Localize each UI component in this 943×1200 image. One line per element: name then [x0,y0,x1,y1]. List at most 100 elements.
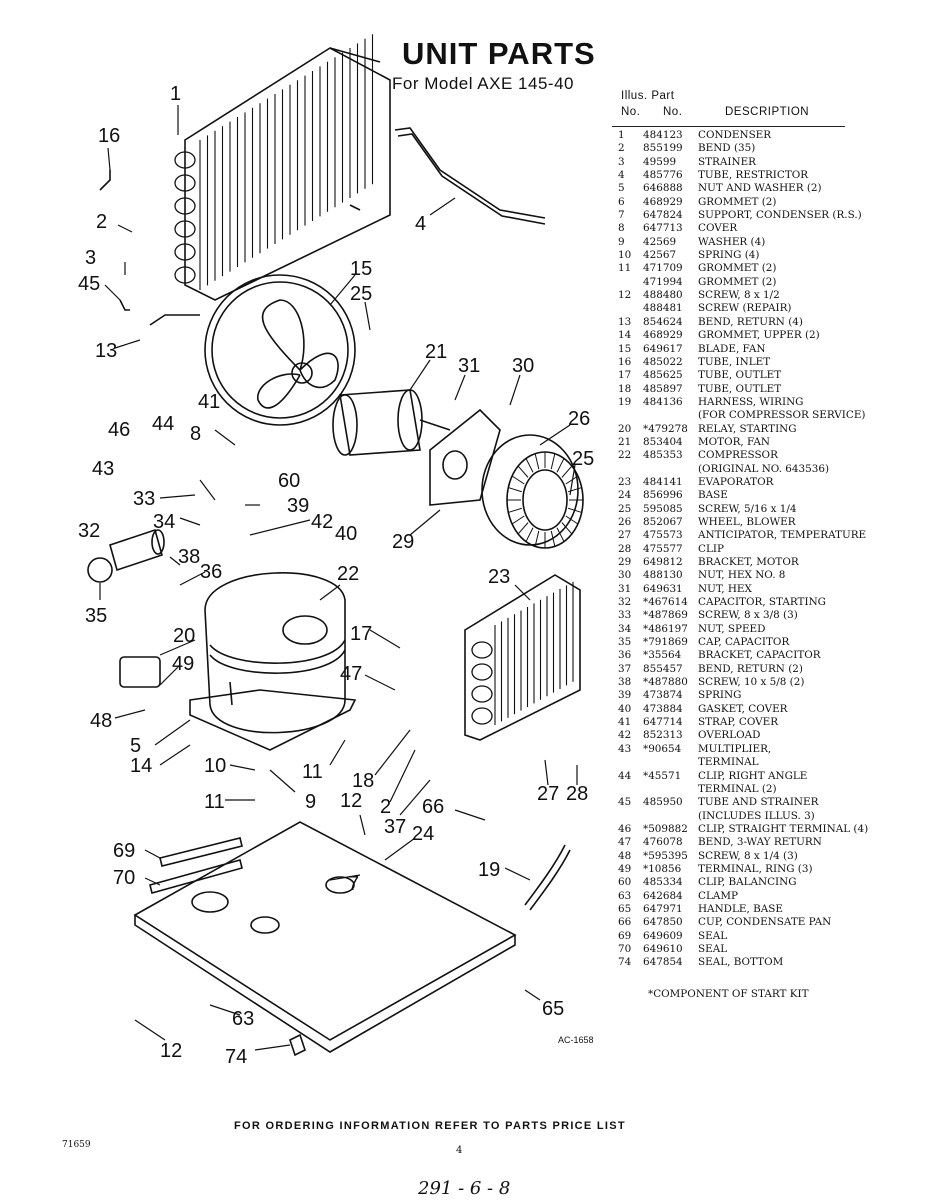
part-description: TUBE, RESTRICTOR [698,169,809,182]
callout-number: 20 [173,625,195,647]
part-number: 485776 [643,169,683,182]
part-description: SPRING [698,689,742,702]
part-description: SEAL [698,942,728,955]
part-number: 473884 [643,702,683,715]
part-description: CLAMP [698,889,738,902]
illus-number: 10 [618,249,632,262]
illus-number: 63 [618,889,632,902]
callout-number: 2 [380,796,391,818]
illus-number: 66 [618,916,632,929]
starting-relay [119,656,161,688]
part-description: TUBE, OUTLET [698,369,782,382]
illus-number: 47 [618,836,632,849]
part-description: CLIP, BALANCING [698,876,797,889]
illus-number: 19 [618,395,632,408]
base-pan [133,821,517,1053]
part-description: STRAINER [698,155,756,168]
callout-number: 23 [488,566,510,588]
illus-number: 21 [618,435,632,448]
drawing-code: AC-1658 [558,1035,594,1045]
part-number: 485950 [643,796,683,809]
illus-number: 42 [618,729,632,742]
start-kit-footnote: *COMPONENT OF START KIT [648,988,809,1000]
callout-number: 74 [225,1046,247,1068]
illus-number: 45 [618,796,632,809]
part-description: TERMINAL (2) [698,782,777,795]
part-description: ANTICIPATOR, TEMPERATURE [698,529,867,542]
blower-wheel [481,434,584,549]
part-number: 642684 [643,889,683,902]
callout-number: 15 [350,258,372,280]
callout-number: 41 [198,391,220,413]
part-description: COMPRESSOR [698,449,778,462]
illus-number: 35 [618,636,632,649]
callout-number: 24 [412,823,434,845]
part-description: BLADE, FAN [698,342,766,355]
part-number: *479278 [643,422,688,435]
part-number: 485897 [643,382,683,395]
callout-number: 21 [425,341,447,363]
part-description: BRACKET, CAPACITOR [698,649,821,662]
part-description: CAPACITOR, STARTING [698,596,826,609]
part-number: *486197 [643,622,688,635]
model-subtitle: For Model AXE 145-40 [392,74,574,93]
part-description: BEND, RETURN (4) [698,315,803,328]
callout-number: 65 [542,998,564,1020]
callout-number: 60 [278,470,300,492]
part-number: 595085 [643,502,683,515]
callout-number: 44 [152,413,174,435]
part-description: SCREW, 8 x 1/2 [698,289,780,302]
callout-number: 7 [348,873,359,895]
part-description: TUBE, INLET [698,355,771,368]
illus-number: 44 [618,769,632,782]
callout-number: 39 [287,495,309,517]
part-number: 852313 [643,729,683,742]
illus-number: 7 [618,209,625,222]
part-number: 468929 [643,329,683,342]
callout-number: 9 [305,791,316,813]
illus-number: 17 [618,369,632,382]
callout-number: 10 [204,755,226,777]
callout-number: 13 [95,340,117,362]
part-description: SCREW, 8 x 3/8 (3) [698,609,798,622]
part-number: 475577 [643,542,683,555]
illus-number: 24 [618,489,632,502]
wiring-harness [524,844,571,911]
part-description: TUBE, OUTLET [698,382,782,395]
header-description: DESCRIPTION [725,106,810,118]
part-description: GASKET, COVER [698,702,788,715]
illus-number: 31 [618,582,632,595]
callout-number: 45 [78,273,100,295]
part-number: 485334 [643,876,683,889]
part-description: CLIP, RIGHT ANGLE [698,769,808,782]
callout-number: 5 [130,735,141,757]
part-description: CONDENSER [698,129,772,141]
callout-number: 46 [108,419,130,441]
callout-number: 18 [352,770,374,792]
illus-number: 3 [618,155,625,168]
part-number: 471994 [643,275,683,288]
callout-number: 42 [311,511,333,533]
part-description: SUPPORT, CONDENSER (R.S.) [698,209,862,222]
part-number: 49599 [643,155,677,168]
part-number: 649617 [643,342,683,355]
part-description: CLIP [698,542,724,555]
part-number: 484123 [643,129,683,141]
callout-number: 36 [200,561,222,583]
callout-number: 43 [92,458,114,480]
illus-number: 60 [618,876,632,889]
part-number: 647824 [643,209,683,222]
callout-number: 37 [384,816,406,838]
part-description: WASHER (4) [698,235,766,248]
part-description: HARNESS, WIRING [698,395,804,408]
illus-number: 13 [618,315,632,328]
part-description: CUP, CONDENSATE PAN [698,916,832,929]
part-number: *487869 [643,609,688,622]
callout-number: 47 [340,663,362,685]
header-part-no: No. [663,106,683,118]
part-number: 468929 [643,195,683,208]
callout-number: 40 [335,523,357,545]
part-number: 646888 [643,182,683,195]
part-description: SCREW, 5/16 x 1/4 [698,502,797,515]
